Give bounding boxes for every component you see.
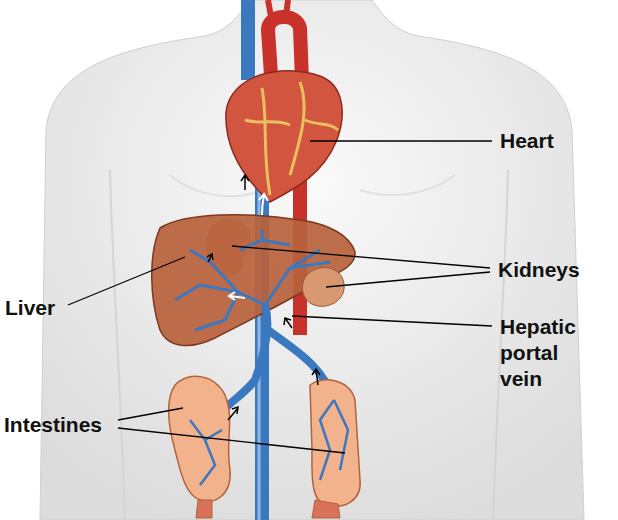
leader-line <box>310 140 492 141</box>
flow-arrow <box>241 175 249 190</box>
flow-arrow <box>259 194 268 215</box>
intestine <box>196 500 212 518</box>
vena-cava <box>241 0 255 80</box>
part-label: Intestines <box>4 412 116 438</box>
leader-line <box>68 257 185 305</box>
coronary-vessels <box>245 82 338 195</box>
liver <box>152 215 355 346</box>
leader-line <box>118 408 345 453</box>
flow-arrow <box>312 369 320 385</box>
heart <box>226 71 342 202</box>
intestine <box>310 380 360 506</box>
flow-arrow <box>284 318 292 328</box>
flow-arrow <box>228 407 238 420</box>
arm-line <box>110 170 125 520</box>
artery-branch <box>268 0 288 22</box>
leader-line <box>232 246 490 287</box>
flow-arrow <box>229 292 245 300</box>
leader-line <box>292 316 492 326</box>
kidney <box>302 268 344 307</box>
flow-arrow <box>207 254 213 262</box>
part-label: Heart <box>500 128 610 154</box>
intestine <box>312 500 340 518</box>
intestinal-veins <box>190 400 348 485</box>
part-label: Kidneys <box>498 257 614 283</box>
hepatic-veins <box>175 230 330 330</box>
part-label: Hepatic portal vein <box>500 314 582 392</box>
chest-line <box>170 175 455 196</box>
part-label: Liver <box>5 295 65 321</box>
